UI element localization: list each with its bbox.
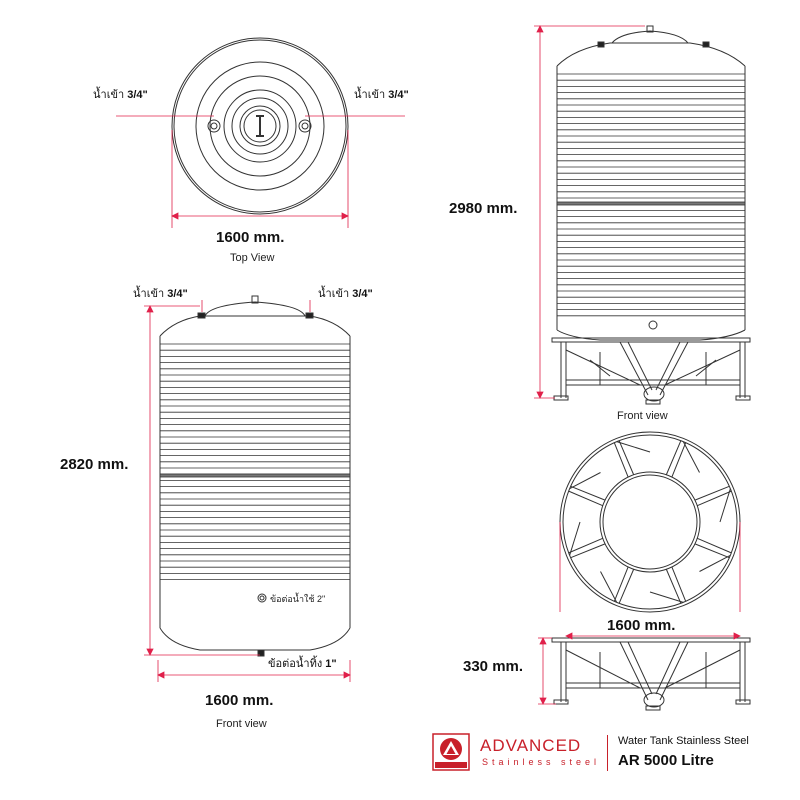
front-left-width-dimension: 1600 mm.	[205, 692, 274, 709]
front-view-right-dimension-lines	[534, 25, 645, 399]
top-view-caption: Top View	[230, 252, 275, 264]
front-left-caption: Front view	[216, 718, 267, 730]
inlet-size: 3/4"	[167, 288, 188, 300]
stand-spoke	[671, 442, 687, 478]
stand-spoke	[694, 485, 730, 501]
inlet-text: น้ำเข้า	[318, 288, 350, 300]
front-view-left-ribs	[159, 343, 351, 580]
stand-spoke	[618, 440, 635, 475]
front-view-left-dimension-lines	[144, 300, 351, 682]
inlet-text: น้ำเข้า	[93, 89, 125, 101]
stand-brace	[649, 591, 684, 603]
front-right-caption: Front view	[617, 410, 668, 422]
stand-spoke	[694, 543, 730, 559]
stand-spoke	[570, 485, 606, 501]
stand-top-view-dimension-lines	[559, 522, 741, 612]
top-view-inlet-right-label: น้ำเข้า 3/4"	[354, 85, 409, 103]
stand-side-view-dimension-lines	[538, 632, 741, 705]
outlet-connector-label: ข้อต่อน้ำใช้ 2"	[270, 594, 326, 604]
stand-brace	[719, 488, 731, 523]
stand-spoke	[613, 566, 629, 602]
brand-block: ADVANCED Stainless steel Water Tank Stai…	[432, 733, 772, 775]
stand-brace	[569, 472, 601, 490]
stand-brace	[699, 554, 731, 572]
stand-spoke	[665, 569, 682, 604]
stand-top-view	[559, 431, 741, 613]
stand-brace	[616, 441, 651, 453]
stand-height-dimension: 330 mm.	[463, 658, 524, 675]
stand-spoke	[697, 537, 732, 554]
top-view-width-dimension: 1600 mm.	[216, 229, 285, 246]
front-view-right-stand	[551, 337, 751, 405]
front-view-right-tank	[556, 25, 746, 341]
stand-brace	[600, 571, 618, 603]
tank-weld-band	[159, 473, 351, 478]
stand-spoke	[570, 543, 606, 559]
front-right-height-dimension: 2980 mm.	[449, 200, 518, 217]
top-view-drawing	[171, 37, 349, 215]
stand-width-dimension: 1600 mm.	[607, 617, 676, 634]
drain-size: 1"	[325, 658, 337, 670]
stand-spoke	[665, 440, 682, 475]
front-left-height-dimension: 2820 mm.	[60, 456, 129, 473]
stand-brace	[682, 441, 700, 473]
top-view-dimension-lines	[116, 115, 405, 228]
brand-name: ADVANCED	[480, 736, 582, 755]
stand-spoke	[568, 537, 603, 554]
front-left-inlet-right-label: น้ำเข้า 3/4"	[318, 284, 373, 302]
advanced-logo-icon	[432, 733, 470, 771]
inlet-size: 3/4"	[388, 89, 409, 101]
front-left-inlet-left-label: น้ำเข้า 3/4"	[133, 284, 188, 302]
drain-text: ข้อต่อน้ำทิ้ง	[268, 658, 323, 670]
inlet-text: น้ำเข้า	[133, 288, 165, 300]
drain-connector-label: ข้อต่อน้ำทิ้ง 1"	[268, 654, 337, 672]
stand-spoke	[568, 490, 603, 507]
top-view-inlet-left-label: น้ำเข้า 3/4"	[93, 85, 148, 103]
product-model: AR 5000 Litre	[618, 752, 714, 769]
inlet-size: 3/4"	[127, 89, 148, 101]
tank-weld-band	[556, 201, 746, 206]
stand-side-view	[551, 637, 751, 711]
front-view-right-ribs	[556, 73, 746, 317]
stand-spoke	[618, 569, 635, 604]
product-description: Water Tank Stainless Steel	[618, 735, 749, 747]
stand-brace	[569, 521, 581, 556]
stand-spoke	[697, 490, 732, 507]
stand-spoke	[613, 442, 629, 478]
stand-spoke	[671, 566, 687, 602]
inlet-size: 3/4"	[352, 288, 373, 300]
inlet-text: น้ำเข้า	[354, 89, 386, 101]
brand-separator	[607, 735, 608, 771]
brand-subtitle: Stainless steel	[482, 757, 601, 767]
